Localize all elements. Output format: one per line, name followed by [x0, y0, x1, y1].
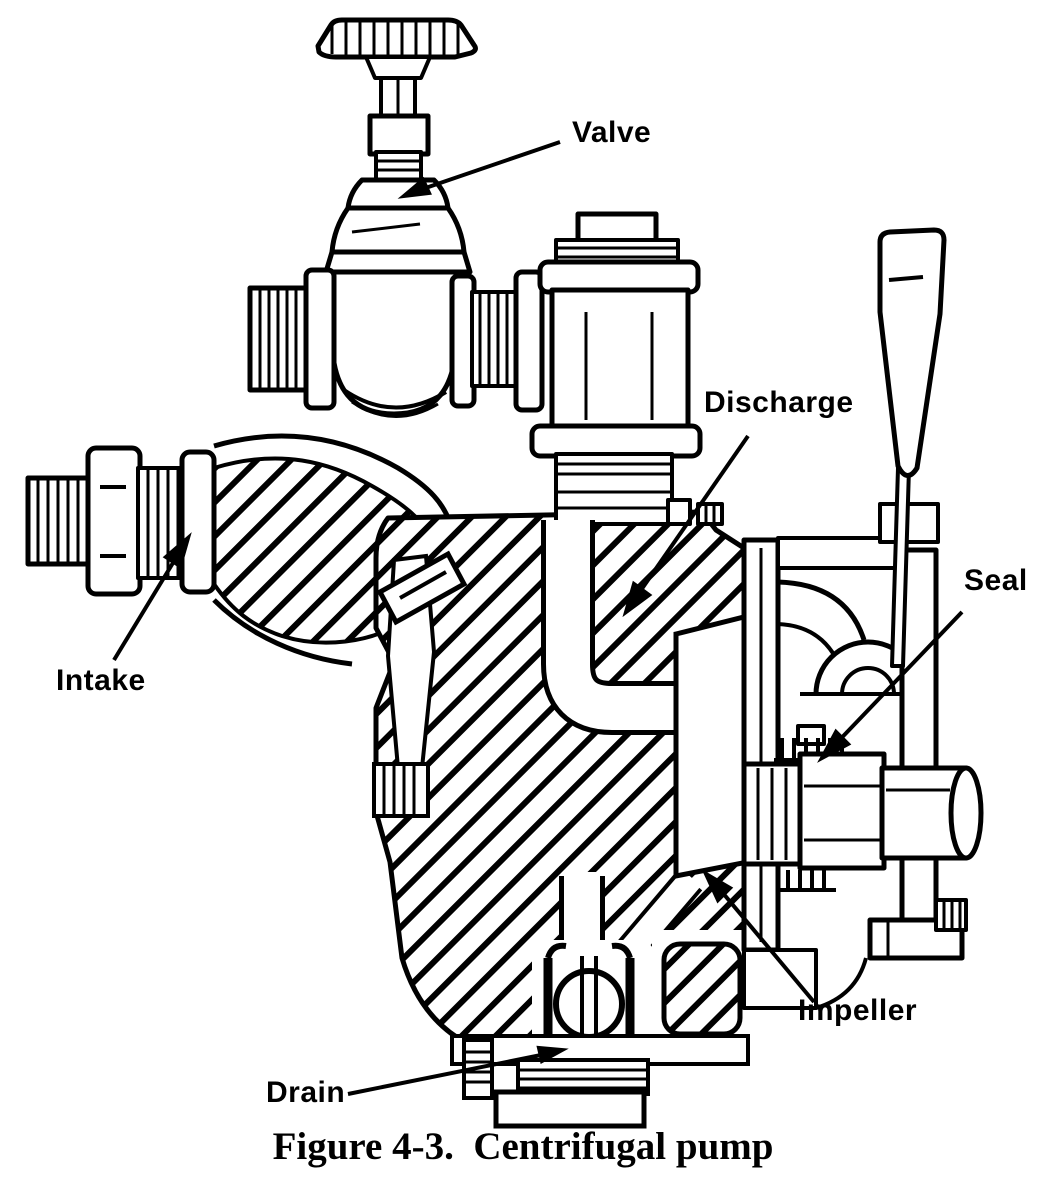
figure-caption: Figure 4-3. Centrifugal pump	[272, 1125, 774, 1168]
intake-shell-top	[213, 433, 455, 531]
leader-impeller	[710, 878, 816, 1004]
arrowhead-seal-icon	[817, 728, 852, 763]
discharge-channel	[546, 520, 700, 730]
impeller-section	[673, 612, 751, 880]
drain-assembly	[450, 1034, 750, 1129]
leader-discharge	[628, 434, 750, 608]
discharge-flange-bottom	[529, 423, 703, 459]
arrowhead-discharge-icon	[622, 580, 653, 618]
label-valve: Valve	[572, 116, 652, 149]
discharge-neck-threads	[554, 452, 674, 526]
check-valve	[532, 940, 656, 1060]
lever-paddle	[877, 227, 947, 478]
discharge-pipe-assembly	[529, 211, 724, 526]
valve-body	[323, 177, 473, 418]
pipe-flange-left	[303, 267, 337, 411]
intake-collar	[179, 449, 217, 595]
check-flap	[376, 550, 468, 626]
leader-valve	[407, 140, 561, 196]
leader-seal	[826, 610, 964, 754]
pipe-union-right	[449, 269, 545, 413]
bearing-bracket	[899, 547, 939, 951]
valve-packing-nut	[367, 113, 431, 157]
discharge-body	[549, 287, 691, 433]
arrowhead-intake-icon	[162, 532, 192, 570]
valve-stem	[367, 76, 431, 182]
casing-rib-section	[661, 941, 743, 1037]
casing-nub	[696, 502, 724, 526]
valve-handwheel	[315, 17, 478, 80]
handwheel-ribs	[330, 22, 460, 56]
gate-valve	[247, 17, 545, 418]
casing-boss	[372, 762, 430, 818]
leader-drain	[347, 1050, 557, 1096]
handwheel-hub	[364, 55, 432, 80]
lever-handle	[877, 227, 947, 668]
arrowhead-drain-icon	[536, 1045, 569, 1065]
arrowhead-impeller-icon	[701, 869, 734, 904]
intake-hex-nut	[85, 445, 143, 597]
label-drain: Drain	[266, 1076, 346, 1109]
label-discharge: Discharge	[704, 386, 854, 419]
label-impeller: Impeller	[798, 994, 918, 1027]
arrowhead-valve-icon	[397, 176, 432, 199]
shaft-seal-assembly	[741, 502, 984, 1010]
leader-lines	[112, 140, 964, 1096]
lower-packing	[780, 870, 836, 892]
shaft-sleeve	[797, 751, 887, 871]
check-valve-ball	[553, 968, 625, 1040]
pump-shaft	[879, 765, 984, 861]
casing-internals	[372, 520, 751, 1129]
intake-shell-bottom	[212, 598, 353, 667]
leader-intake	[112, 546, 184, 662]
drain-plug-cap	[493, 1089, 647, 1129]
label-seal: Seal	[964, 564, 1028, 597]
label-intake: Intake	[56, 664, 146, 697]
pipe-nipple-left	[247, 267, 337, 411]
